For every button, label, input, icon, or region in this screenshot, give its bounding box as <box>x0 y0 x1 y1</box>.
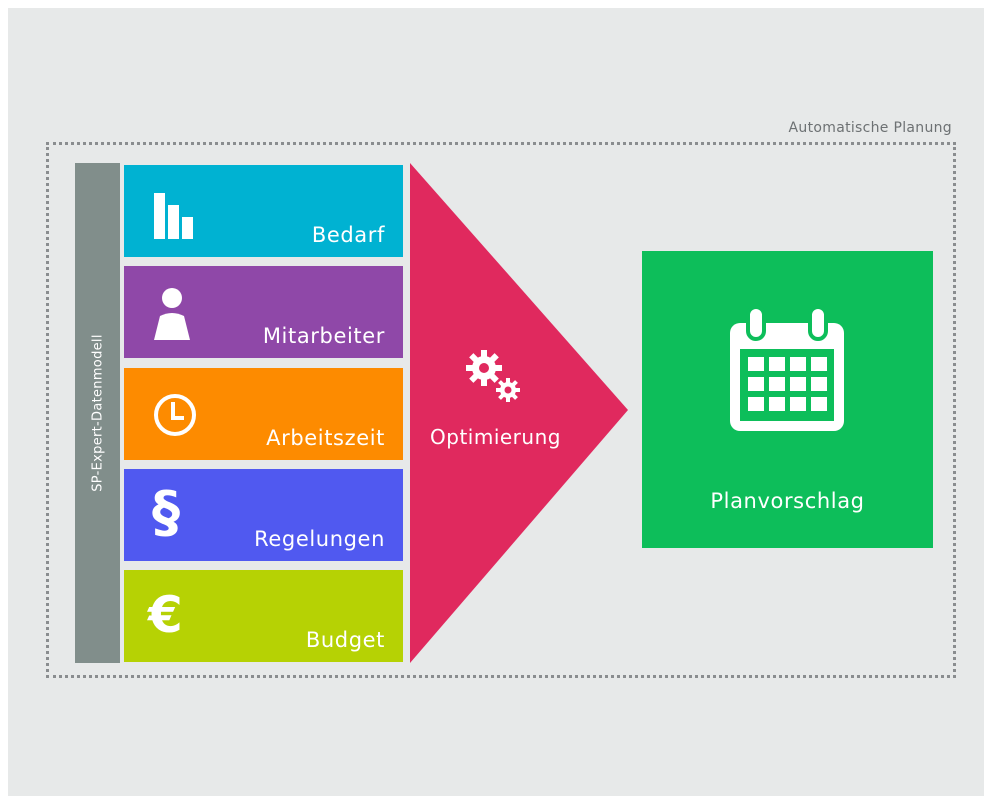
person-icon <box>154 288 190 340</box>
data-model-bar: SP-Expert-Datenmodell <box>75 163 120 663</box>
plan-proposal-box: Planvorschlag <box>642 251 933 548</box>
euro-icon: € <box>148 586 183 644</box>
input-block-budget: € Budget <box>124 570 403 662</box>
separator <box>404 165 410 662</box>
input-label-budget: Budget <box>305 628 385 652</box>
data-model-label: SP-Expert-Datenmodell <box>90 334 105 492</box>
input-block-arbeitszeit: Arbeitszeit <box>124 368 403 460</box>
input-label-bedarf: Bedarf <box>311 223 385 247</box>
automatic-planning-frame <box>46 142 956 678</box>
gears-icon <box>466 350 520 402</box>
paragraph-icon: § <box>152 480 180 545</box>
optimization-label: Optimierung <box>430 425 561 449</box>
bar-chart-icon <box>154 193 193 239</box>
frame-label: Automatische Planung <box>784 120 956 136</box>
calendar-icon <box>730 305 844 431</box>
input-block-regelungen: § Regelungen <box>124 469 403 561</box>
input-label-mitarbeiter: Mitarbeiter <box>262 324 385 348</box>
input-block-mitarbeiter: Mitarbeiter <box>124 266 403 358</box>
optimization-arrow <box>410 163 628 663</box>
plan-proposal-label: Planvorschlag <box>710 489 865 513</box>
input-label-regelungen: Regelungen <box>254 527 385 551</box>
input-label-arbeitszeit: Arbeitszeit <box>266 426 385 450</box>
clock-icon <box>154 394 196 436</box>
input-block-bedarf: Bedarf <box>124 165 403 257</box>
